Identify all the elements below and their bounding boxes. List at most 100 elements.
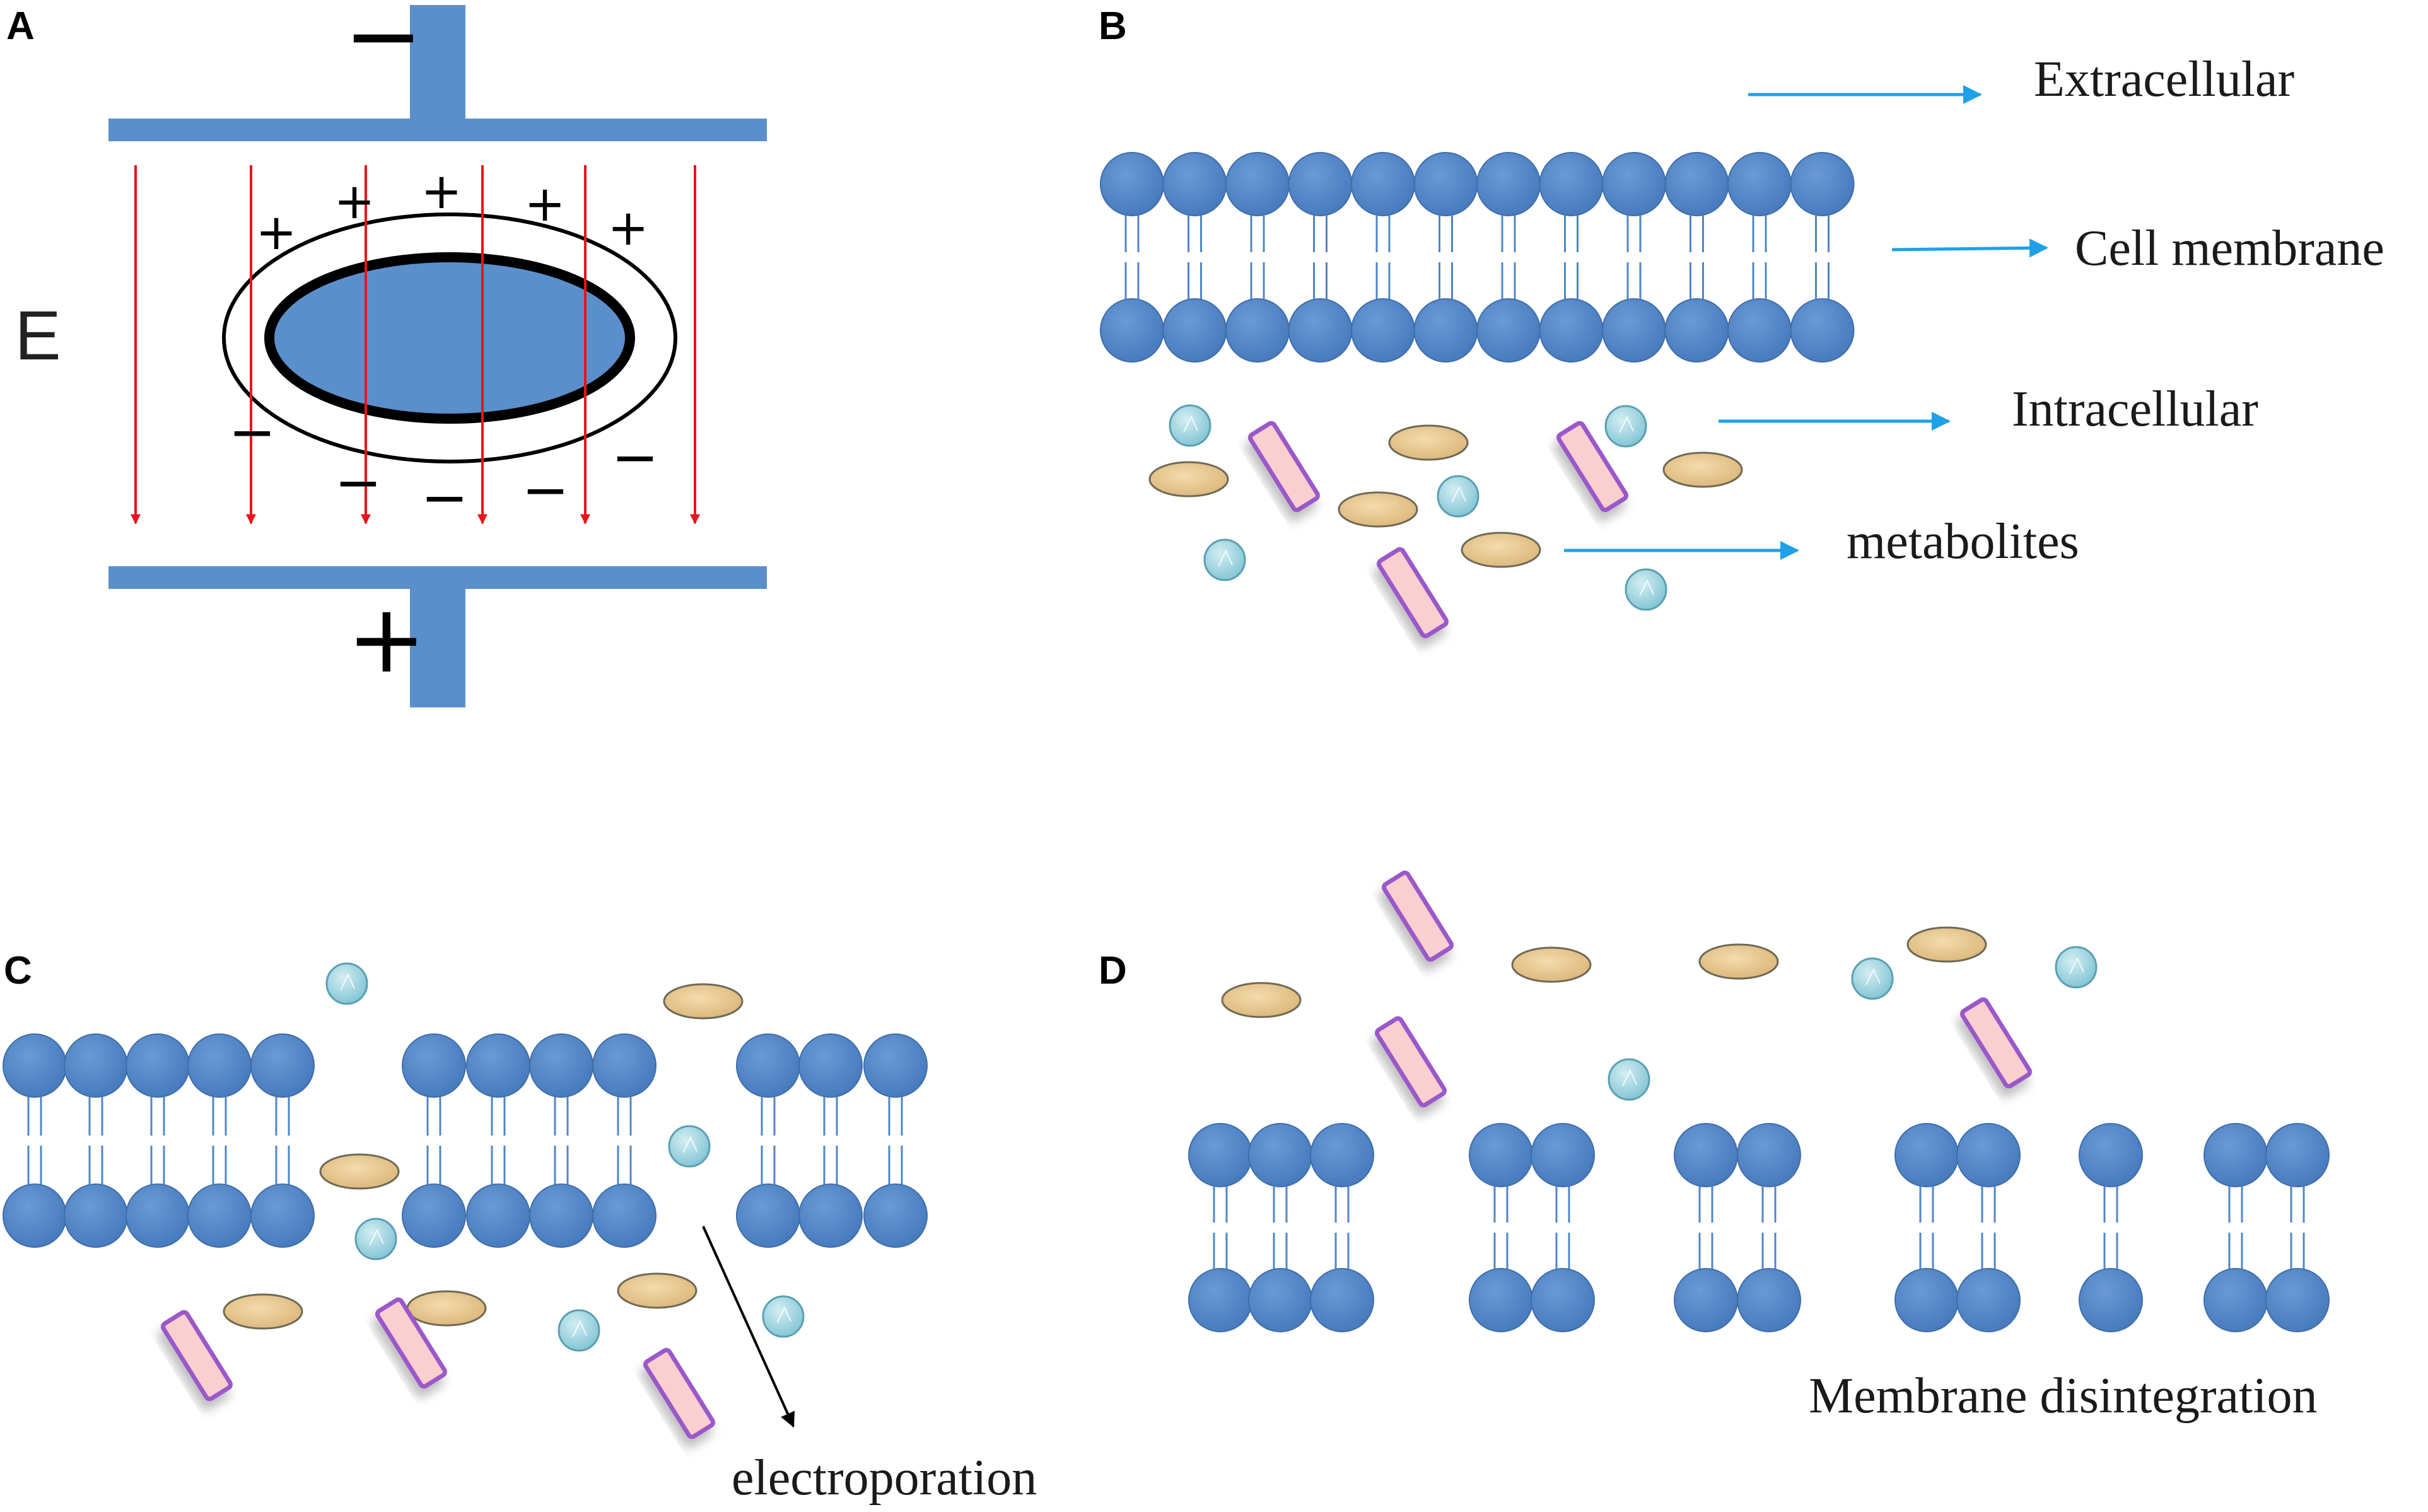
sphere-metabolite-icon xyxy=(668,1125,711,1168)
oval-metabolite-icon xyxy=(1388,424,1469,461)
phospholipid-icon xyxy=(2203,1123,2268,1332)
negative-charge: − xyxy=(611,424,658,491)
phospholipid-icon xyxy=(1531,1123,1595,1332)
phospholipid-icon xyxy=(1727,152,1792,363)
positive-charge: + xyxy=(607,200,648,257)
phospholipid-icon xyxy=(1469,1123,1533,1332)
negative-charge: − xyxy=(334,450,382,516)
label-membrane-disintegration: Membrane disintegration xyxy=(1809,1368,2317,1424)
phospholipid-icon xyxy=(2265,1123,2330,1332)
disintegrated-membrane xyxy=(1188,1123,2330,1332)
oval-metabolite-icon xyxy=(1511,946,1592,983)
phospholipid-icon xyxy=(1894,1123,1959,1332)
positive-charge: + xyxy=(421,163,462,220)
phospholipid-icon xyxy=(466,1033,530,1248)
panel-label-b: B xyxy=(1099,4,1127,48)
panel-b: Extracellular Cell membrane Intracellula… xyxy=(1100,52,2384,569)
panel-a: − + E +++++−−−−− xyxy=(15,0,767,707)
phospholipid-icon xyxy=(798,1033,863,1248)
protein-rod-icon xyxy=(161,1310,233,1402)
protein-rod-icon xyxy=(643,1347,715,1439)
phospholipid-icon xyxy=(1476,152,1541,363)
porated-membrane xyxy=(3,1033,928,1248)
panel-label-c: C xyxy=(4,949,32,992)
label-intracellular: Intracellular xyxy=(2012,381,2258,437)
phospholipid-icon xyxy=(3,1033,67,1248)
oval-metabolite-icon xyxy=(663,983,744,1020)
phospholipid-icon xyxy=(1602,152,1666,363)
phospholipid-icon xyxy=(1288,152,1353,363)
bottom-electrode-stem xyxy=(410,586,465,707)
oval-metabolite-icon xyxy=(617,1272,697,1309)
sphere-metabolite-icon xyxy=(1625,568,1667,611)
protein-rod-icon xyxy=(1375,1016,1447,1108)
label-electroporation: electroporation xyxy=(732,1450,1037,1506)
phospholipid-icon xyxy=(529,1033,593,1248)
oval-metabolite-icon xyxy=(406,1290,487,1327)
sphere-metabolite-icon xyxy=(762,1295,805,1338)
oval-metabolite-icon xyxy=(1698,943,1779,980)
phospholipid-icon xyxy=(187,1033,252,1248)
sphere-metabolite-icon xyxy=(1851,957,1894,1000)
oval-metabolite-icon xyxy=(1906,926,1987,963)
oval-metabolite-icon xyxy=(319,1153,400,1190)
label-cell-membrane: Cell membrane xyxy=(2075,221,2384,276)
sphere-metabolite-icon xyxy=(2055,946,2098,989)
protein-rod-icon xyxy=(1556,421,1628,513)
negative-charge: − xyxy=(522,457,569,523)
phospholipid-icon xyxy=(1310,1123,1374,1332)
intact-membrane xyxy=(1100,152,1855,363)
sphere-metabolite-icon xyxy=(325,962,368,1005)
sphere-metabolite-icon xyxy=(1604,405,1647,448)
oval-metabolite-icon xyxy=(1338,491,1418,528)
label-metabolites: metabolites xyxy=(1847,514,2079,569)
panel-label-d: D xyxy=(1099,949,1127,992)
sphere-metabolite-icon xyxy=(354,1218,397,1260)
oval-metabolite-icon xyxy=(1662,451,1743,488)
phospholipid-icon xyxy=(1664,152,1729,363)
cell-interior xyxy=(264,252,635,424)
top-electrode-stem xyxy=(410,5,465,122)
oval-metabolite-icon xyxy=(1461,532,1541,568)
field-label: E xyxy=(15,297,61,375)
electroporation-arrow xyxy=(702,1226,795,1428)
bottom-electrode-sign: + xyxy=(347,584,426,694)
phospholipid-icon xyxy=(1248,1123,1312,1332)
positive-charge: + xyxy=(255,204,296,261)
label-extracellular: Extracellular xyxy=(2034,52,2294,107)
phospholipid-icon xyxy=(125,1033,190,1248)
positive-charge: + xyxy=(334,173,375,230)
phospholipid-icon xyxy=(1413,152,1478,363)
phospholipid-icon xyxy=(1737,1123,1801,1332)
protein-rod-icon xyxy=(1382,870,1454,962)
phospholipid-icon xyxy=(736,1033,800,1248)
negative-charge: − xyxy=(228,399,276,465)
induced-charges: +++++−−−−− xyxy=(228,163,658,531)
protein-rod-icon xyxy=(1960,997,2032,1089)
sphere-metabolite-icon xyxy=(1169,404,1211,447)
sphere-metabolite-icon xyxy=(1608,1058,1650,1101)
phospholipid-icon xyxy=(1351,152,1415,363)
pointer-arrow-cell-membrane xyxy=(1891,238,2048,258)
field-lines xyxy=(131,165,700,525)
phospholipid-icon xyxy=(1674,1123,1738,1332)
phospholipid-icon xyxy=(1790,152,1855,363)
phospholipid-icon xyxy=(863,1033,928,1248)
panel-label-a: A xyxy=(6,4,35,48)
sphere-metabolite-icon xyxy=(1203,538,1246,581)
phospholipid-icon xyxy=(1100,152,1164,363)
sphere-metabolite-icon xyxy=(1437,475,1480,518)
positive-charge: + xyxy=(524,176,565,233)
oval-metabolite-icon xyxy=(1221,982,1302,1018)
negative-charge: − xyxy=(421,465,468,531)
top-electrode-sign: − xyxy=(344,0,423,91)
protein-rod-icon xyxy=(375,1297,447,1389)
phospholipid-icon xyxy=(250,1033,315,1248)
phospholipid-icon xyxy=(592,1033,657,1248)
bottom-electrode-plate xyxy=(108,566,767,589)
sphere-metabolite-icon xyxy=(557,1309,600,1352)
phospholipid-icon xyxy=(1956,1123,2021,1332)
panel-c: electroporation xyxy=(3,1033,1037,1506)
